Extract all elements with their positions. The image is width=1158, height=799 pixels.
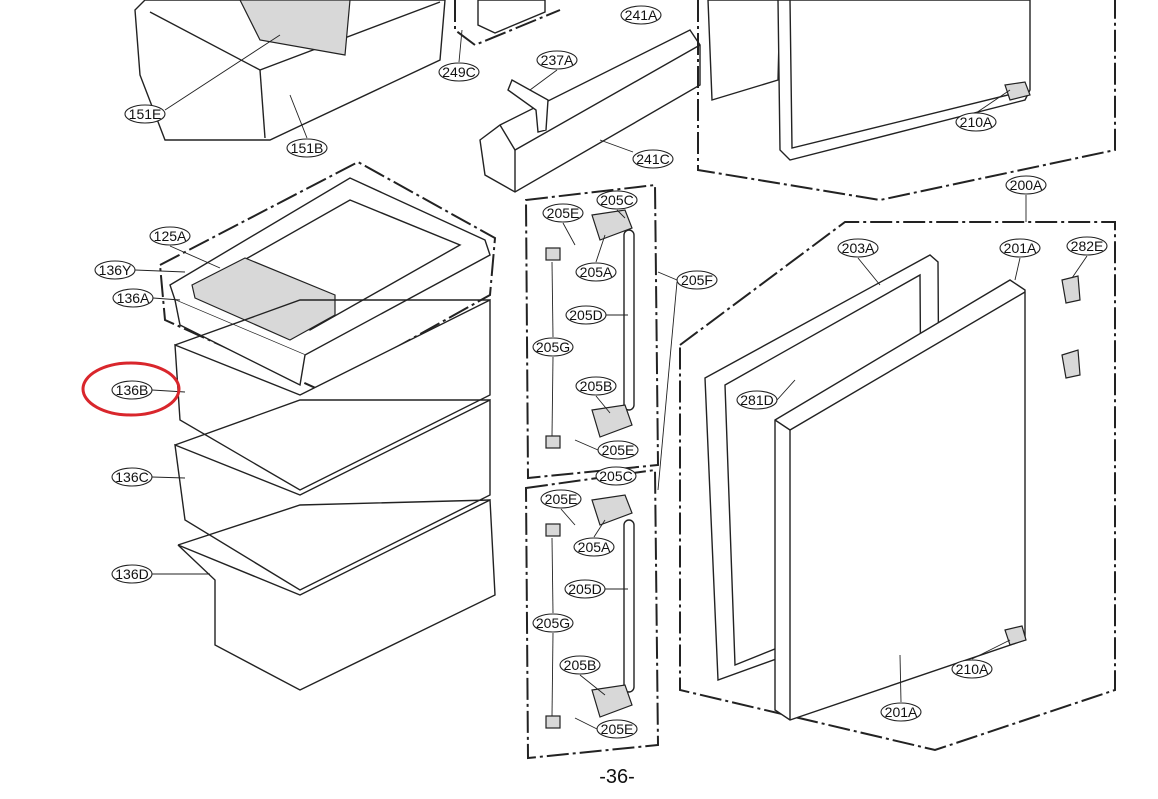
svg-text:136D: 136D (115, 566, 148, 582)
part-label[interactable]: 205E (540, 489, 582, 509)
svg-text:205B: 205B (564, 657, 597, 673)
part-label[interactable]: 205A (575, 262, 617, 282)
part-label[interactable]: 205E (542, 203, 584, 223)
part-label[interactable]: 237A (536, 50, 578, 70)
svg-text:210A: 210A (960, 114, 993, 130)
lower-door-group (679, 221, 1116, 752)
svg-text:136C: 136C (115, 469, 148, 485)
handle-assembly-upper (524, 183, 660, 480)
svg-text:205D: 205D (569, 307, 602, 323)
part-label[interactable]: 151B (286, 138, 328, 158)
part-label[interactable]: 205B (575, 376, 617, 396)
part-label[interactable]: 210A (955, 112, 997, 132)
svg-text:136B: 136B (116, 382, 149, 398)
part-label[interactable]: 282E (1066, 236, 1108, 256)
svg-text:201A: 201A (1004, 240, 1037, 256)
svg-text:205D: 205D (568, 581, 601, 597)
part-label-highlighted[interactable]: 136B (111, 380, 153, 400)
svg-text:281D: 281D (740, 392, 773, 408)
part-label[interactable]: 201A (880, 702, 922, 722)
part-label[interactable]: 205C (596, 190, 638, 210)
svg-text:205G: 205G (536, 339, 570, 355)
door-bin-241c (479, 29, 701, 193)
svg-text:241A: 241A (625, 7, 658, 23)
highlight-circle (81, 361, 181, 417)
svg-text:201A: 201A (885, 704, 918, 720)
svg-text:205E: 205E (545, 491, 578, 507)
part-label[interactable]: 205E (597, 440, 639, 460)
svg-text:205A: 205A (578, 539, 611, 555)
svg-text:237A: 237A (541, 52, 574, 68)
svg-text:203A: 203A (842, 240, 875, 256)
svg-text:205A: 205A (580, 264, 613, 280)
part-label[interactable]: 249C (438, 62, 480, 82)
leader-lines (134, 29, 1088, 730)
part-label[interactable]: 205A (573, 537, 615, 557)
part-label[interactable]: 136D (111, 564, 153, 584)
svg-text:151E: 151E (129, 106, 162, 122)
svg-text:249C: 249C (442, 64, 475, 80)
part-label[interactable]: 201A (999, 238, 1041, 258)
svg-text:205C: 205C (599, 468, 632, 484)
svg-text:205E: 205E (547, 205, 580, 221)
part-249c (454, 0, 561, 47)
svg-text:205F: 205F (681, 272, 713, 288)
svg-text:136A: 136A (117, 290, 150, 306)
svg-text:125A: 125A (154, 228, 187, 244)
part-label[interactable]: 241C (632, 149, 674, 169)
part-label[interactable]: 205F (676, 270, 718, 290)
part-label[interactable]: 205C (595, 466, 637, 486)
svg-text:205E: 205E (602, 442, 635, 458)
part-label[interactable]: 205G (532, 337, 574, 357)
handle-assembly-lower (524, 468, 660, 760)
part-label[interactable]: 125A (149, 226, 191, 246)
svg-text:205B: 205B (580, 378, 613, 394)
part-label[interactable]: 203A (837, 238, 879, 258)
upper-door-group (697, 0, 1116, 202)
part-label[interactable]: 205G (532, 613, 574, 633)
part-label[interactable]: 200A (1005, 175, 1047, 195)
svg-text:205G: 205G (536, 615, 570, 631)
part-label[interactable]: 205E (596, 719, 638, 739)
part-label[interactable]: 281D (736, 390, 778, 410)
crisper-drawers (158, 160, 497, 691)
svg-text:241C: 241C (636, 151, 669, 167)
svg-text:205E: 205E (601, 721, 634, 737)
part-label[interactable]: 210A (951, 659, 993, 679)
part-label[interactable]: 136A (112, 288, 154, 308)
svg-text:282E: 282E (1071, 238, 1104, 254)
svg-text:151B: 151B (291, 140, 324, 156)
svg-text:136Y: 136Y (99, 262, 132, 278)
part-label[interactable]: 136C (111, 467, 153, 487)
part-label[interactable]: 205B (559, 655, 601, 675)
svg-text:210A: 210A (956, 661, 989, 677)
part-label[interactable]: 205D (565, 305, 607, 325)
part-label[interactable]: 136Y (94, 260, 136, 280)
part-label[interactable]: 241A (620, 5, 662, 25)
bin-151b (134, 0, 446, 141)
part-label[interactable]: 151E (124, 104, 166, 124)
page-number: -36- (599, 766, 635, 788)
svg-text:205C: 205C (600, 192, 633, 208)
part-label[interactable]: 205D (564, 579, 606, 599)
svg-text:200A: 200A (1010, 177, 1043, 193)
